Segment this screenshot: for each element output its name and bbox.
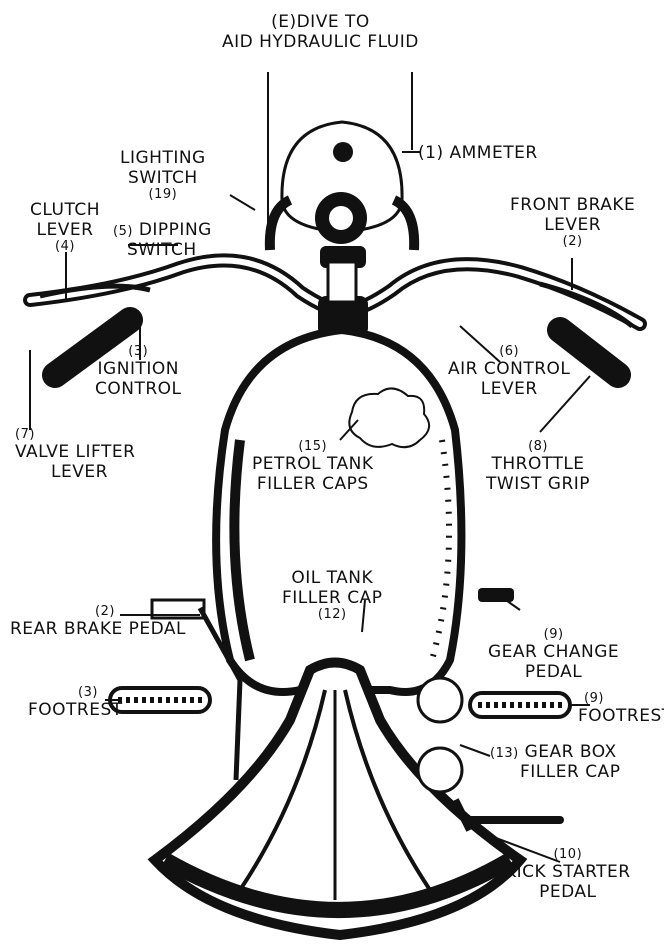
footrest-left-label: (3) FOOTREST xyxy=(28,686,123,720)
headlamp xyxy=(270,122,414,268)
valve-lifter-lever-label: (7) VALVE LIFTER LEVER xyxy=(15,428,135,482)
ignition-control-label: (3) IGNITION CONTROL xyxy=(95,345,182,399)
petrol-tank xyxy=(216,330,461,692)
petrol-tank-filler-caps-label: (15) PETROL TANK FILLER CAPS xyxy=(252,440,374,494)
front-brake-lever-label: FRONT BRAKE LEVER (2) xyxy=(510,195,635,249)
gear-change-pedal-label: (9) GEAR CHANGE PEDAL xyxy=(488,628,619,682)
dipping-switch-label: (5) DIPPING SWITCH xyxy=(113,220,212,260)
hydraulic-fluid-label: (E)DIVE TO AID HYDRAULIC FLUID xyxy=(222,12,419,52)
rear-brake-pedal-label: (2) REAR BRAKE PEDAL xyxy=(10,605,186,639)
throttle-twist-grip-label: (8) THROTTLE TWIST GRIP xyxy=(486,440,590,494)
gear-box-filler-cap-label: (13) GEAR BOX FILLER CAP xyxy=(490,742,620,782)
ammeter-label: (1) AMMETER xyxy=(418,143,538,163)
footrest-right-label: (9) FOOTREST xyxy=(578,692,664,726)
oil-tank-filler-cap-label: OIL TANK FILLER CAP (12) xyxy=(282,568,382,622)
clutch-lever-label: CLUTCH LEVER (4) xyxy=(30,200,100,254)
kick-starter-pedal-label: (10) KICK STARTER PEDAL xyxy=(505,848,631,902)
air-control-lever-label: (6) AIR CONTROL LEVER xyxy=(448,345,570,399)
lighting-switch-label: LIGHTING SWITCH (19) xyxy=(120,148,206,202)
